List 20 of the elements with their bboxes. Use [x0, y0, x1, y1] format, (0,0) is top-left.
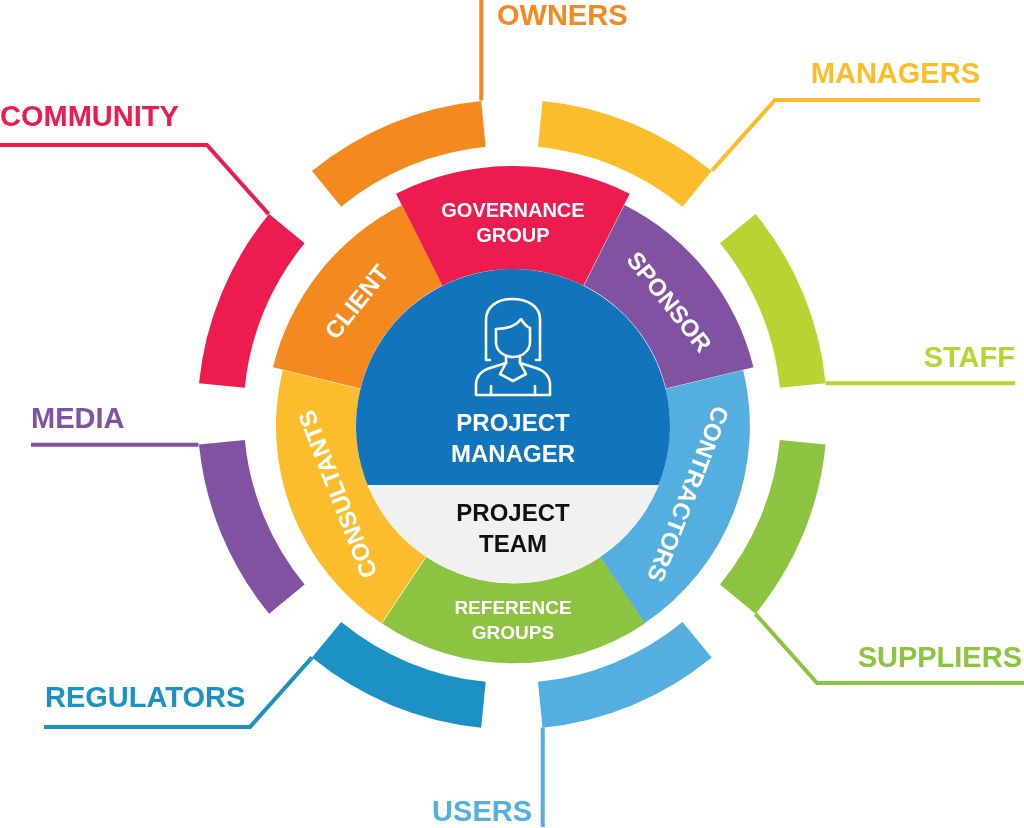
outer-label: MEDIA [31, 404, 125, 434]
outer-label: OWNERS [497, 1, 628, 31]
leader-line [825, 381, 1015, 386]
outer-label: COMMUNITY [0, 102, 179, 132]
leader-line [0, 143, 271, 216]
leader-line [540, 727, 545, 827]
leader-line [753, 612, 1024, 685]
segment-label: GOVERNANCE GROUP [441, 197, 585, 248]
outer-label: USERS [432, 797, 532, 826]
leader-line [44, 656, 314, 729]
outer-label: MANAGERS [810, 59, 980, 89]
leader-line [710, 98, 980, 172]
segment-label: REFERENCE GROUPS [454, 596, 572, 645]
leader-line [31, 442, 199, 447]
center-label: PROJECT TEAM [456, 497, 570, 559]
outer-label: SUPPLIERS [857, 643, 1022, 673]
leader-line [479, 0, 484, 101]
outer-label: STAFF [923, 343, 1015, 373]
center-label: PROJECT MANAGER [451, 407, 575, 469]
outer-label: REGULATORS [45, 683, 246, 713]
